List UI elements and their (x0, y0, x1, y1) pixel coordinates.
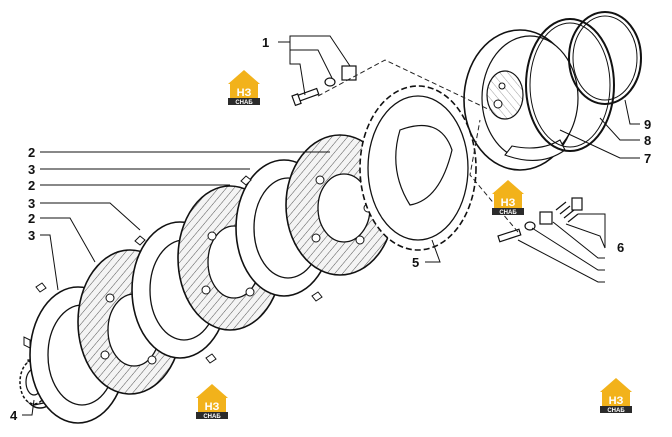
o-ring-8 (525, 18, 615, 152)
callout-7: 7 (644, 151, 651, 166)
logo-word: СНАБ (235, 100, 253, 106)
callout-4: 4 (10, 408, 18, 423)
callout-9: 9 (644, 117, 651, 132)
logo-letters: НЗ (205, 401, 220, 413)
callout-3-top: 3 (28, 162, 35, 177)
watermark-logo-2: НЗ СНАБ (492, 180, 524, 216)
callout-6: 6 (617, 240, 624, 255)
logo-word: СНАБ (499, 210, 517, 216)
callout-2-bottom: 2 (28, 211, 35, 226)
callout-2-top: 2 (28, 145, 35, 160)
callout-2-middle: 2 (28, 178, 35, 193)
watermark-logo-1: НЗ СНАБ (228, 70, 260, 106)
valve-assembly (497, 197, 583, 243)
gear-ring (359, 85, 477, 251)
logo-word: СНАБ (203, 414, 221, 420)
callout-1: 1 (262, 35, 269, 50)
piston-housing (463, 29, 579, 171)
logo-letters: НЗ (237, 87, 252, 99)
callout-5: 5 (412, 255, 419, 270)
leader-lines (22, 35, 640, 416)
logo-word: СНАБ (607, 408, 625, 414)
logo-letters: НЗ (501, 197, 516, 209)
callout-8: 8 (644, 133, 651, 148)
watermark-logo-4: НЗ СНАБ (600, 378, 632, 414)
bolt-assembly (291, 65, 357, 107)
callout-3-middle: 3 (28, 196, 35, 211)
logo-letters: НЗ (609, 395, 624, 407)
callout-labels: 1 2 3 2 3 2 3 4 5 6 7 8 9 (10, 35, 651, 423)
callout-3-bottom: 3 (28, 228, 35, 243)
o-ring-9 (568, 11, 642, 105)
watermark-logo-3: НЗ СНАБ (196, 384, 228, 420)
